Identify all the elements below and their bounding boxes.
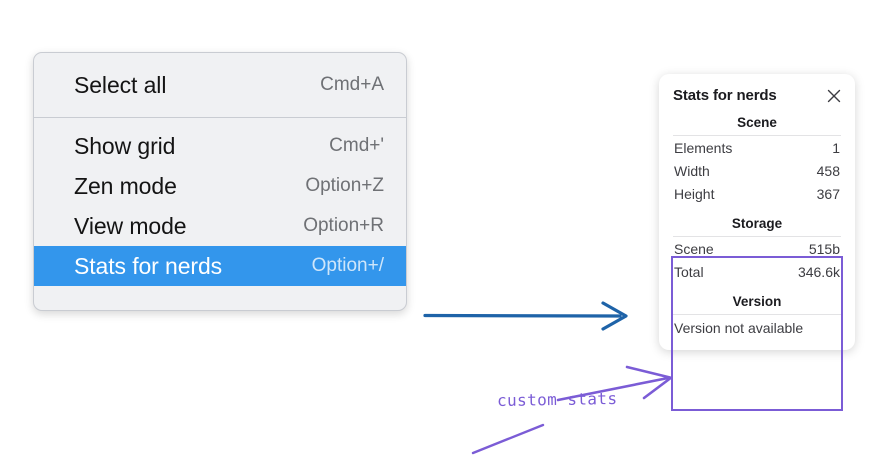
menu-item-view-mode[interactable]: View mode Option+R — [34, 206, 406, 246]
menu-item-shortcut: Option+Z — [305, 175, 384, 196]
menu-item-label: Select all — [74, 71, 167, 98]
section-divider — [673, 135, 841, 136]
table-row: Width 458 — [671, 159, 843, 182]
stat-value: 346.6k — [797, 264, 840, 280]
menu-item-stats-for-nerds[interactable]: Stats for nerds Option+/ — [34, 246, 406, 286]
menu-group-1: Select all Cmd+A — [34, 53, 406, 117]
stat-key: Elements — [674, 140, 733, 156]
menu-item-shortcut: Cmd+A — [320, 74, 384, 95]
menu-separator — [34, 117, 406, 118]
section-divider — [673, 236, 841, 237]
menu-bottom-padding — [34, 294, 406, 310]
section-divider — [673, 314, 841, 315]
table-row: Total 346.6k — [671, 260, 843, 283]
purple-arrow-tail — [471, 423, 545, 455]
table-row: Height 367 — [671, 182, 843, 205]
stat-value: 458 — [816, 163, 840, 179]
stat-key: Total — [674, 264, 704, 280]
menu-item-label: Stats for nerds — [74, 252, 223, 279]
stat-key: Height — [674, 186, 715, 202]
menu-group-2: Show grid Cmd+' Zen mode Option+Z View m… — [34, 118, 406, 294]
version-text: Version not available — [674, 320, 804, 336]
panel-header: Stats for nerds — [671, 87, 843, 104]
menu-item-label: Zen mode — [74, 172, 177, 199]
menu-item-shortcut: Option+R — [303, 215, 384, 236]
section-heading: Storage — [731, 216, 783, 231]
stat-key: Width — [674, 163, 710, 179]
stat-value: 1 — [832, 140, 840, 156]
menu-item-shortcut: Cmd+' — [329, 135, 384, 156]
stats-section-scene: Scene Elements 1 Width 458 Height 367 — [671, 104, 843, 205]
section-heading: Scene — [737, 115, 777, 130]
table-row: Scene 515b — [671, 237, 843, 260]
table-row: Elements 1 — [671, 136, 843, 159]
menu-item-zen-mode[interactable]: Zen mode Option+Z — [34, 166, 406, 206]
close-icon[interactable] — [826, 88, 842, 104]
stat-value: 367 — [816, 186, 840, 202]
menu-item-label: View mode — [74, 212, 187, 239]
section-heading: Version — [732, 294, 782, 309]
context-menu[interactable]: Select all Cmd+A Show grid Cmd+' Zen mod… — [33, 52, 407, 311]
blue-arrow — [423, 301, 628, 331]
stat-value: 515b — [808, 241, 840, 257]
menu-item-select-all[interactable]: Select all Cmd+A — [34, 65, 406, 105]
stats-section-storage: Storage Scene 515b Total 346.6k — [671, 205, 843, 283]
menu-item-label: Show grid — [74, 132, 176, 159]
stats-section-version: Version Version not available — [671, 283, 843, 338]
annotation-label: custom stats — [496, 388, 618, 411]
menu-item-show-grid[interactable]: Show grid Cmd+' — [34, 126, 406, 166]
panel-title: Stats for nerds — [673, 87, 777, 104]
menu-item-shortcut: Option+/ — [311, 255, 384, 276]
stat-key: Scene — [674, 241, 714, 257]
stats-for-nerds-panel: Stats for nerds Scene Elements 1 Width 4… — [659, 74, 855, 350]
